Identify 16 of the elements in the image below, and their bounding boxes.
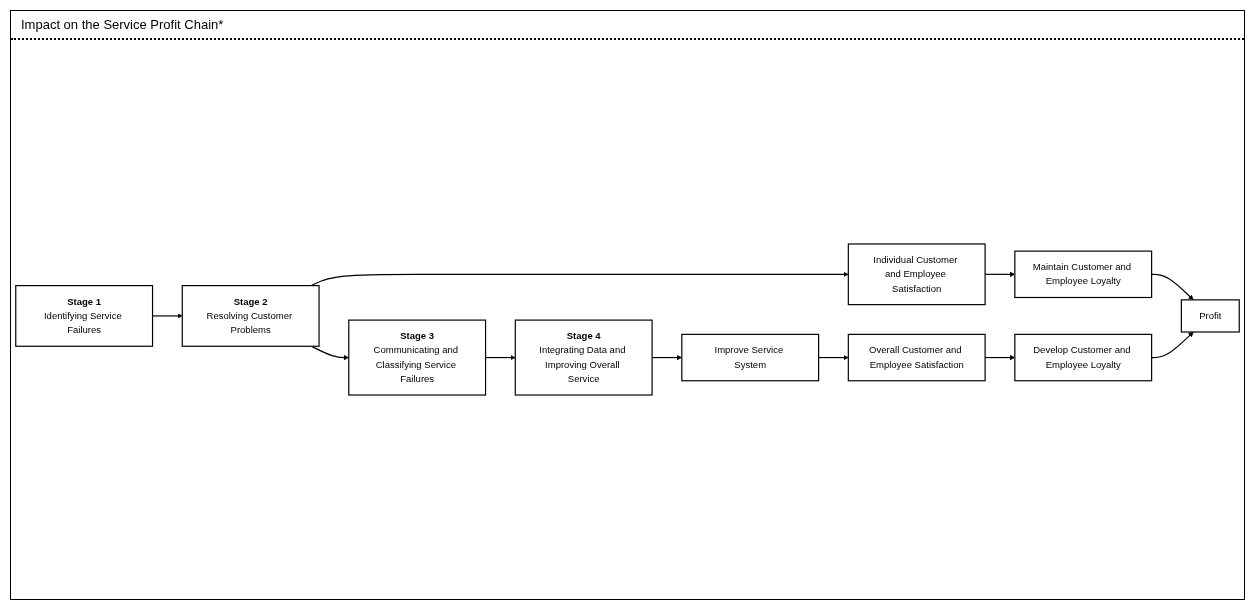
node-box: Overall Customer and Employee Satisfaction <box>847 333 986 382</box>
arrow <box>1151 331 1194 359</box>
node-box: Individual Customer and Employee Satisfaction <box>847 243 986 306</box>
node-box: Profit <box>1180 299 1240 333</box>
node-box: Stage 4 Integrating Data and Improving Overall Service <box>514 319 653 396</box>
node-box: Develop Customer and Employee Loyalty <box>1014 333 1153 382</box>
node-box: Stage 1 Identifying Service Failures <box>15 285 154 347</box>
node-box: Maintain Customer and Employee Loyalty <box>1014 250 1153 299</box>
arrow <box>310 271 849 287</box>
note-text: Impact on the Service Profit Chain* <box>21 17 224 32</box>
node-box: Stage 2 Resolving Customer Problems <box>181 285 320 347</box>
arrow <box>310 345 349 361</box>
arrow <box>818 354 849 361</box>
node-box: Improve Service System <box>681 333 820 382</box>
node-box: Stage 3 Communicating and Classifying Service Failures <box>348 319 487 396</box>
arrow <box>1151 273 1194 301</box>
